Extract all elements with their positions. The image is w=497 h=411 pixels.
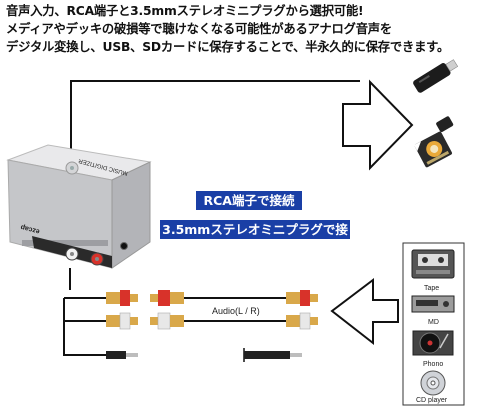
sd-card-icon bbox=[414, 131, 452, 168]
source-label-tape: Tape bbox=[424, 285, 439, 292]
mini-plug-connection-callout: 3.5mmステレオミニプラグで接続 bbox=[160, 220, 350, 256]
intro-line-2: メディアやデッキの破損等で聴けなくなる可能性があるアナログ音声を bbox=[6, 22, 392, 36]
output-arrow bbox=[342, 79, 414, 171]
tape-deck-icon bbox=[411, 249, 455, 279]
rca-connection-callout: RCA端子で接続 bbox=[196, 191, 302, 210]
source-label-md: MD bbox=[428, 319, 439, 326]
md-player-icon bbox=[411, 295, 455, 313]
mini-plug-left bbox=[106, 351, 138, 359]
rca-plug-white-right bbox=[286, 312, 318, 330]
usb-drive-icon bbox=[413, 59, 459, 93]
mini-plug-right bbox=[244, 351, 302, 359]
intro-line-1: 音声入力、RCA端子と3.5mmステレオミニプラグから選択可能! bbox=[6, 4, 364, 18]
usb-cap-icon bbox=[436, 116, 454, 132]
rca-plug-white-left bbox=[106, 312, 138, 330]
output-line bbox=[70, 80, 360, 160]
audio-sources-panel: Tape MD Phono CD player bbox=[402, 242, 465, 406]
cd-disc-icon bbox=[420, 370, 446, 396]
music-digitizer-device: MUSIC DIGITIZER ezcap bbox=[6, 144, 152, 269]
rca-plug-red-center bbox=[150, 290, 184, 306]
source-label-cd: CD player bbox=[416, 397, 448, 404]
intro-line-3: デジタル変換し、USB、SDカードに保存することで、半永久的に保存できます。 bbox=[6, 40, 450, 54]
rca-plug-white-center bbox=[150, 312, 184, 330]
rca-plug-red-left bbox=[106, 290, 138, 306]
device-logo-text: ezcap bbox=[20, 223, 41, 235]
turntable-icon bbox=[412, 330, 454, 356]
audio-cable-label: Audio(L / R) bbox=[212, 306, 260, 316]
intro-text: 音声入力、RCA端子と3.5mmステレオミニプラグから選択可能! メディアやデッ… bbox=[6, 2, 494, 56]
input-arrow bbox=[330, 277, 399, 346]
rca-plug-red-right bbox=[286, 290, 318, 306]
source-label-phono: Phono bbox=[423, 361, 443, 368]
mini-jack-icon bbox=[120, 242, 128, 250]
